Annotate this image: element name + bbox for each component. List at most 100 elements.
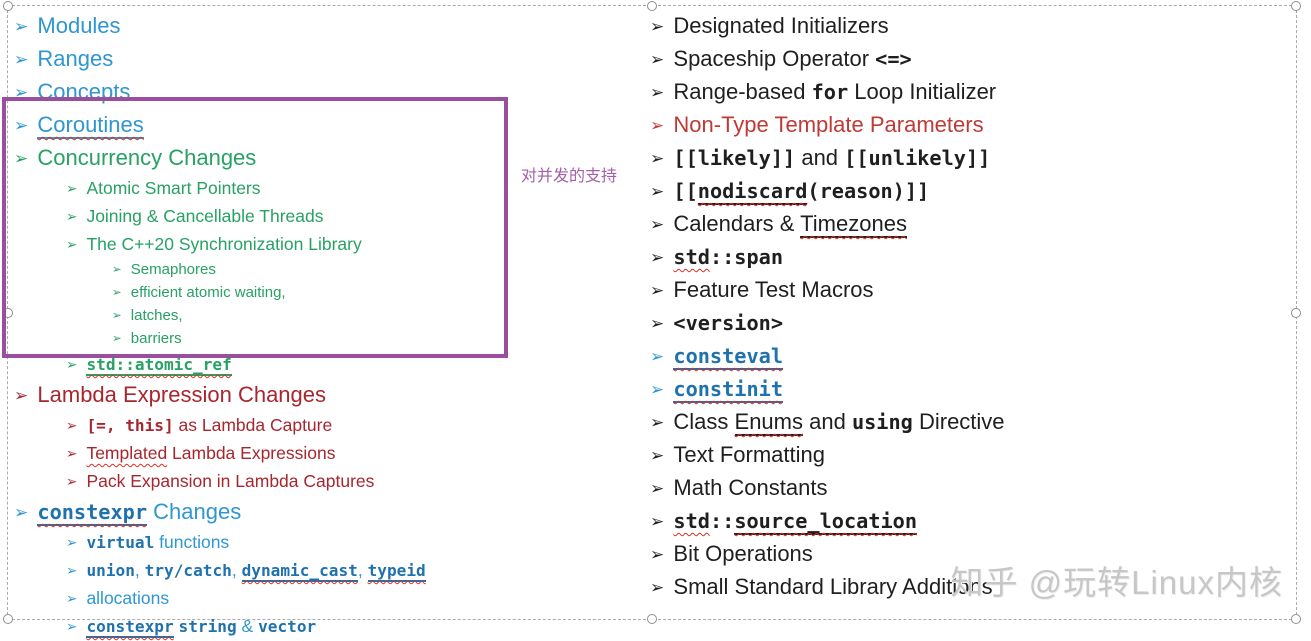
arrow-bullet-icon: ➢ (66, 446, 78, 461)
list-item: ➢Text Formatting (646, 439, 1306, 472)
arrow-bullet-icon: ➢ (112, 263, 122, 276)
arrow-bullet-icon: ➢ (650, 82, 665, 102)
list-item-text: virtual (86, 533, 155, 552)
arrow-bullet-icon: ➢ (650, 49, 665, 69)
list-item: ➢ consteval (646, 340, 1306, 373)
list-item: ➢Bit Operations (646, 538, 1306, 571)
list-item-text: Joining & Cancellable Threads (86, 206, 324, 226)
list-item: ➢[[nodiscard(reason)]] (646, 175, 1306, 208)
arrow-bullet-icon: ➢ (66, 591, 78, 606)
resize-handle-bottom-middle[interactable] (647, 614, 657, 624)
right-feature-list[interactable]: ➢ Designated Initializers ➢ Spaceship Opera… (646, 10, 1306, 604)
list-item: ➢Non-Type Template Parameters (646, 109, 1306, 142)
list-item-text: Semaphores (130, 261, 216, 278)
arrow-bullet-icon: ➢ (650, 346, 665, 366)
arrow-bullet-icon: ➢ (650, 478, 665, 498)
arrow-bullet-icon: ➢ (66, 209, 78, 224)
list-item-text: Pack Expansion in Lambda Captures (86, 471, 375, 491)
list-item: ➢ constinit (646, 373, 1306, 406)
arrow-bullet-icon: ➢ (66, 535, 78, 550)
list-item: ➢Ranges (0, 43, 645, 76)
arrow-bullet-icon: ➢ (650, 379, 665, 399)
list-item-text: Concurrency Changes (37, 145, 257, 170)
list-item-text: Designated Initializers (673, 13, 889, 38)
list-item-text: ::span (709, 245, 784, 269)
list-item-text: and (803, 409, 852, 434)
list-item: ➢ Joining & Cancellable Threads (0, 203, 645, 231)
resize-handle-top-right[interactable] (1291, 1, 1301, 11)
list-item: ➢union, try/catch, dynamic_cast, typeid (0, 557, 645, 585)
list-item-text: Class (673, 409, 735, 434)
list-item-text: :: (709, 509, 735, 533)
list-item-text: consteval (673, 344, 784, 370)
arrow-bullet-icon: ➢ (650, 445, 665, 465)
list-item-text: Range-based (673, 79, 812, 104)
list-item-text: for (811, 80, 849, 104)
list-item-text: Non-Type Template Parameters (673, 112, 984, 137)
list-item-text: try/catch (144, 561, 232, 580)
list-item-text: , (231, 560, 242, 580)
list-item: ➢Atomic Smart Pointers (0, 175, 645, 203)
concurrency-highlight-box[interactable] (2, 97, 508, 358)
list-item: ➢Lambda Expression Changes (0, 379, 645, 412)
list-item: ➢ Pack Expansion in Lambda Captures (0, 468, 645, 496)
list-item-text: Coroutines (37, 112, 144, 139)
list-item-text: vector (258, 617, 317, 636)
watermark: 知乎 @玩转Linux内核 (950, 564, 1283, 601)
list-item-text: The C++20 Synchronization Library (86, 234, 362, 254)
arrow-bullet-icon: ➢ (66, 181, 78, 196)
textbox-selection-border[interactable] (3, 1, 1301, 624)
resize-handle-bottom-right[interactable] (1291, 614, 1301, 624)
list-item-text: typeid (367, 561, 426, 582)
arrow-bullet-icon: ➢ (14, 115, 29, 135)
list-item: ➢virtual functions (0, 529, 645, 557)
arrow-bullet-icon: ➢ (650, 544, 665, 564)
list-item: ➢ Designated Initializers (646, 10, 1306, 43)
list-item-text: efficient atomic waiting, (130, 284, 286, 301)
arrow-bullet-icon: ➢ (112, 332, 122, 345)
list-item: ➢[[likely]] and [[unlikely]] (646, 142, 1306, 175)
arrow-bullet-icon: ➢ (650, 247, 665, 267)
resize-handle-middle-right[interactable] (1291, 307, 1301, 318)
resize-handle-top-middle[interactable] (647, 1, 657, 11)
list-item-text: Lambda Expression Changes (37, 382, 327, 407)
list-item-text: Small Standard Library Additions (673, 574, 993, 599)
arrow-bullet-icon: ➢ (66, 237, 78, 252)
list-item-text: Directive (912, 409, 1005, 434)
arrow-bullet-icon: ➢ (650, 280, 665, 300)
list-item: ➢Spaceship Operator <=> (646, 43, 1306, 76)
list-item-text: , (357, 560, 368, 580)
arrow-bullet-icon: ➢ (66, 418, 78, 433)
list-item-text: <version> (673, 311, 784, 335)
arrow-bullet-icon: ➢ (650, 412, 665, 432)
list-item: ➢ Semaphores (0, 259, 645, 282)
list-item-text: latches, (130, 307, 183, 324)
arrow-bullet-icon: ➢ (66, 474, 78, 489)
list-item: ➢Range-based for Loop Initializer (646, 76, 1306, 109)
list-item: ➢[=, this] as Lambda Capture (0, 412, 645, 440)
list-item: ➢ Math Constants (646, 472, 1306, 505)
arrow-bullet-icon: ➢ (112, 309, 122, 322)
list-item-text: [=, this] (86, 416, 174, 435)
arrow-bullet-icon: ➢ (66, 563, 78, 578)
list-item-text: allocations (86, 588, 170, 608)
list-item: ➢Calendars & Timezones (646, 208, 1306, 241)
list-item-text: std (673, 509, 710, 533)
list-item-text: Feature Test Macros (673, 277, 874, 302)
list-item-text: Templated (86, 443, 168, 463)
list-item-text: constinit (673, 377, 784, 403)
list-item: ➢ Coroutines (0, 109, 645, 142)
left-feature-list[interactable]: ➢Modules➢Ranges➢Concepts➢Coroutines➢Conc… (0, 10, 645, 641)
list-item: ➢Modules (0, 10, 645, 43)
list-item: ➢constexpr string & vector (0, 613, 645, 641)
arrow-bullet-icon: ➢ (650, 16, 665, 36)
resize-handle-top-left[interactable] (3, 1, 13, 11)
list-item: ➢efficient atomic waiting, (0, 282, 645, 305)
list-item-text: Spaceship Operator (673, 46, 876, 71)
list-item-text: and (795, 145, 845, 170)
list-item-text: Math Constants (673, 475, 828, 500)
arrow-bullet-icon: ➢ (650, 214, 665, 234)
resize-handle-bottom-left[interactable] (3, 614, 13, 624)
annotation-label: 对并发的支持 (521, 168, 618, 185)
list-item-text: barriers (130, 330, 182, 347)
